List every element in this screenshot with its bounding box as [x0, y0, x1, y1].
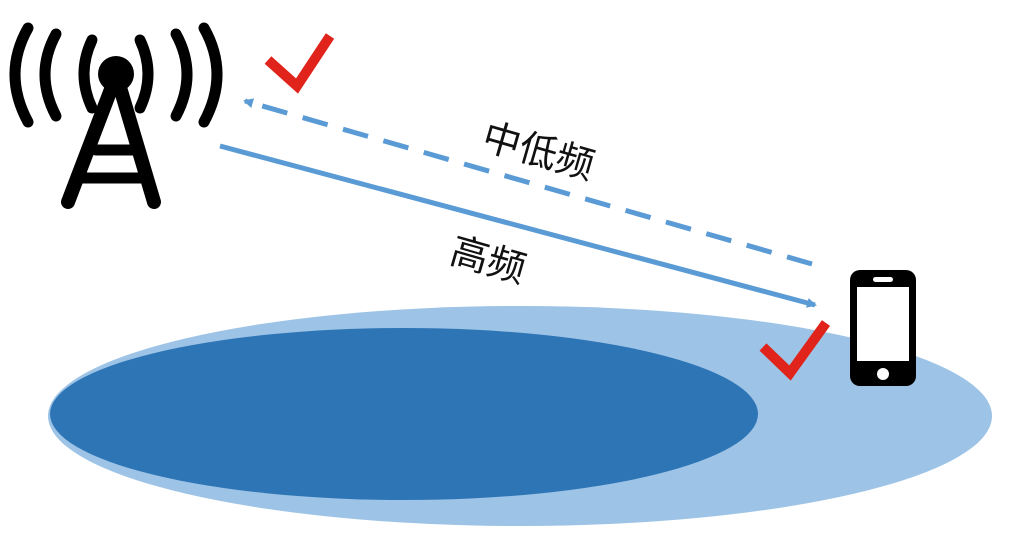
- uplink-checkmark-icon: [264, 33, 335, 94]
- smartphone-icon: [850, 270, 916, 386]
- low-mid-band-uplink-arrow: [243, 98, 813, 267]
- high-band-label: 高频: [446, 228, 531, 291]
- downlink-checkmark-icon: [759, 320, 831, 381]
- cell-tower-icon: [9, 22, 223, 209]
- high-band-coverage-area: [50, 328, 758, 500]
- low-mid-band-label: 中低频: [478, 114, 600, 188]
- high-band-downlink-arrow: [219, 143, 817, 308]
